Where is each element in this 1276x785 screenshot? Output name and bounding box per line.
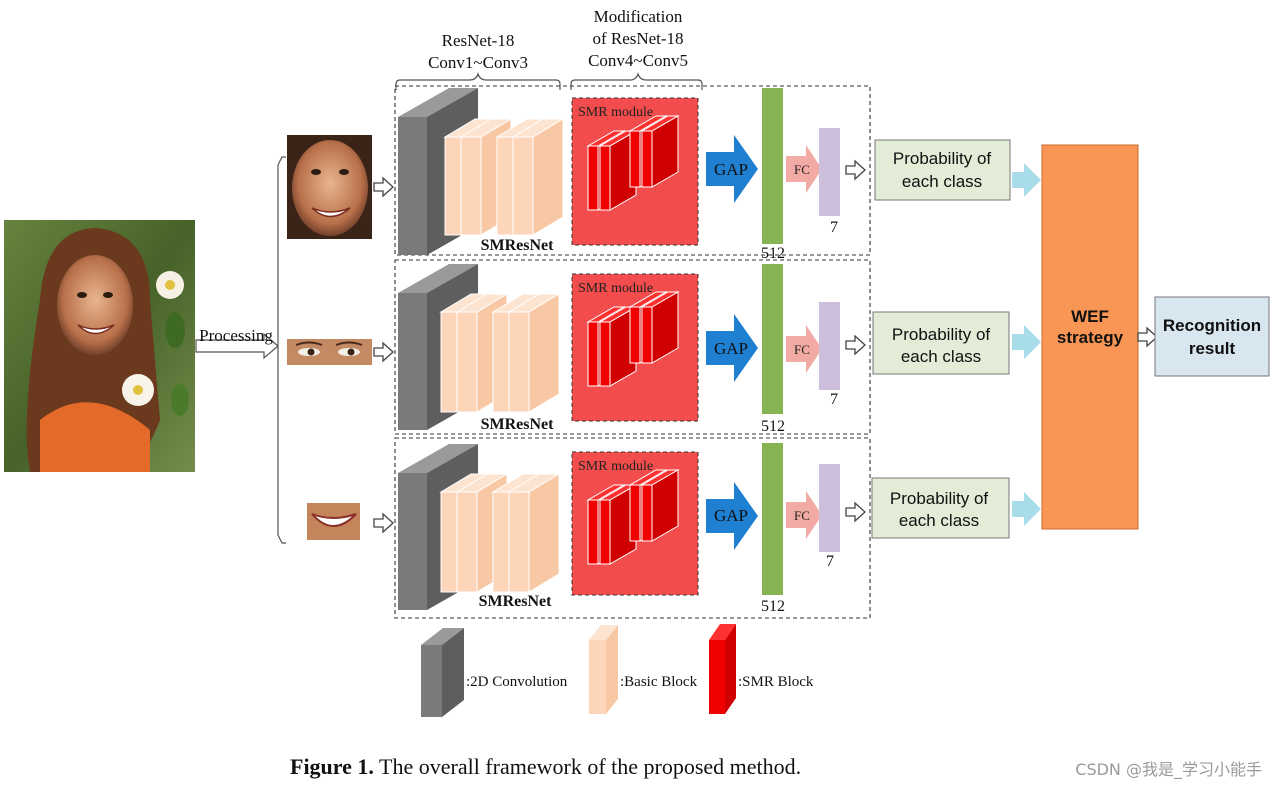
- feature-vector-512: [762, 88, 783, 244]
- legend-conv-label: :2D Convolution: [466, 674, 568, 690]
- basic-blocks: [439, 293, 561, 413]
- gap-arrow: [706, 482, 758, 550]
- modification-subtitle: of ResNet-18: [592, 29, 683, 48]
- network-label: SMResNet: [481, 416, 555, 433]
- processing-arrow: [195, 332, 279, 360]
- branch-frame: [394, 437, 871, 619]
- arrow-to-wef: [1012, 325, 1041, 359]
- branch-frame: [394, 259, 871, 435]
- crop-face: [287, 135, 372, 239]
- probability-line1: Probability of: [892, 325, 991, 344]
- gap-arrow: [706, 314, 758, 382]
- crop-eyes: [287, 339, 372, 365]
- smr-module-label: SMR module: [578, 281, 653, 296]
- fc-arrow: [786, 491, 822, 539]
- smr-module: SMR module: [571, 451, 699, 596]
- output-vector-7: [819, 464, 840, 552]
- resnet-title: ResNet-18: [442, 31, 515, 50]
- wef-line1: WEF: [1071, 307, 1109, 326]
- network-label: SMResNet: [481, 237, 555, 254]
- probability-line1: Probability of: [893, 149, 992, 168]
- gap-label: GAP: [714, 339, 748, 358]
- probability-line2: each class: [901, 347, 981, 366]
- processing-label: Processing: [199, 326, 273, 345]
- result-line1: Recognition: [1163, 316, 1261, 335]
- probability-box: [874, 139, 1011, 201]
- resnet-subtitle: Conv1~Conv3: [428, 53, 528, 72]
- probability-box: [872, 311, 1010, 375]
- gap-label: GAP: [714, 506, 748, 525]
- result-line2: result: [1189, 339, 1236, 358]
- dim-512-label: 512: [761, 598, 785, 615]
- modification-brace: [570, 72, 703, 90]
- feature-vector-512: [762, 264, 783, 414]
- smr-module-label: SMR module: [578, 459, 653, 474]
- branch-eyes: SMResNet SMR module GAP 512 FC 7: [394, 259, 1041, 435]
- output-vector-7: [819, 128, 840, 216]
- caption-text: The overall framework of the proposed me…: [373, 754, 802, 779]
- smr-module: SMR module: [571, 273, 699, 422]
- smr-module: SMR module: [571, 97, 699, 246]
- dim-512-label: 512: [761, 418, 785, 435]
- fc-arrow: [786, 145, 822, 193]
- smr-module-label: SMR module: [578, 105, 653, 120]
- probability-box: [871, 477, 1010, 539]
- legend-smr-icon: [709, 624, 736, 714]
- network-label: SMResNet: [479, 593, 553, 610]
- arrow-to-probability: [845, 502, 866, 522]
- arrow-eyes-to-branch: [373, 342, 394, 362]
- dim-7-label: 7: [826, 553, 834, 570]
- probability-line2: each class: [902, 172, 982, 191]
- basic-blocks: [439, 473, 561, 593]
- modification-layers: Conv4~Conv5: [588, 51, 688, 70]
- arrow-face-to-branch: [373, 177, 394, 197]
- dim-512-label: 512: [761, 245, 785, 262]
- arrow-to-probability: [845, 160, 866, 180]
- wef-line2: strategy: [1057, 328, 1124, 347]
- figure-caption: Figure 1. The overall framework of the p…: [290, 754, 801, 780]
- legend: :2D Convolution :Basic Block :SMR Block: [421, 624, 814, 717]
- wef-strategy-box: [1041, 144, 1139, 530]
- legend-basic-label: :Basic Block: [620, 674, 698, 690]
- probability-line1: Probability of: [890, 489, 989, 508]
- basic-blocks: [443, 118, 565, 236]
- modification-title: Modification: [594, 7, 683, 26]
- legend-conv-icon: [421, 628, 464, 717]
- resnet-brace: [395, 72, 561, 90]
- arrow-mouth-to-branch: [373, 513, 394, 533]
- fc-label: FC: [794, 508, 810, 523]
- caption-label: Figure 1.: [290, 754, 374, 779]
- branch-face: SMResNet SMR module GAP 512 FC 7: [394, 85, 1041, 262]
- fc-label: FC: [794, 162, 810, 177]
- feature-vector-512: [762, 443, 783, 595]
- gap-label: GAP: [714, 160, 748, 179]
- branch-mouth: SMResNet SMR module GAP 512 FC 7: [394, 437, 1041, 619]
- recognition-result-box: [1154, 296, 1270, 377]
- crop-mouth: [307, 503, 360, 540]
- probability-line2: each class: [899, 511, 979, 530]
- arrow-to-wef: [1012, 492, 1041, 526]
- arrow-to-probability: [845, 335, 866, 355]
- fc-arrow: [786, 325, 822, 373]
- branch-bracket: [277, 156, 286, 544]
- dim-7-label: 7: [830, 391, 838, 408]
- legend-smr-label: :SMR Block: [738, 674, 814, 690]
- input-photo: [4, 220, 195, 472]
- watermark: CSDN @我是_学习小能手: [1075, 760, 1262, 779]
- fc-label: FC: [794, 342, 810, 357]
- legend-basic-icon: [589, 625, 618, 714]
- arrow-to-wef: [1012, 163, 1041, 197]
- arrow-to-result: [1137, 327, 1158, 347]
- gap-arrow: [706, 135, 758, 203]
- dim-7-label: 7: [830, 219, 838, 236]
- output-vector-7: [819, 302, 840, 390]
